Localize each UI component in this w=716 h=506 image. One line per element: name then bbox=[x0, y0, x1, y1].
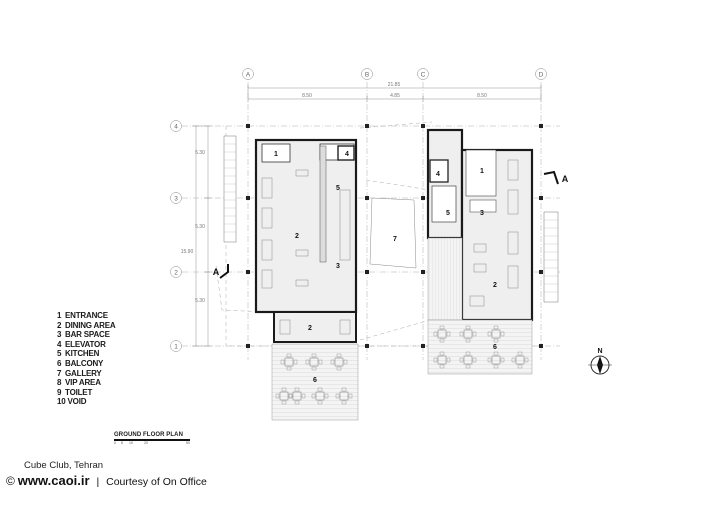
tag-right-entrance: 1 bbox=[480, 168, 484, 175]
dim-span-cd: 8.50 bbox=[477, 93, 487, 99]
right-balcony-deck bbox=[427, 319, 533, 375]
left-balcony-deck bbox=[271, 343, 359, 421]
legend-item: 9 TOILET bbox=[57, 387, 93, 397]
dim-total-height: 15.90 bbox=[181, 249, 194, 255]
scale-tick: 50 bbox=[186, 441, 190, 445]
scale-ticks: 0 5 10 20 50 bbox=[114, 441, 190, 447]
tag-left-lower-dining: 2 bbox=[308, 325, 312, 332]
section-mark-right-label: A bbox=[562, 174, 569, 184]
grid-label-4: 4 bbox=[174, 124, 178, 131]
right-side-deck bbox=[427, 237, 463, 321]
grid-label-3: 3 bbox=[174, 196, 178, 203]
legend-item: 6 BALCONY bbox=[57, 358, 104, 368]
left-exterior-stair bbox=[223, 135, 237, 243]
dim-span-32: 5.30 bbox=[195, 224, 205, 230]
grid-label-a: A bbox=[246, 72, 251, 79]
legend-item: 10 VOID bbox=[57, 397, 87, 407]
legend-item: 8 VIP AREA bbox=[57, 378, 101, 388]
grid-row-bubbles bbox=[170, 120, 182, 352]
tag-right-elevator: 4 bbox=[436, 171, 440, 178]
grid-label-b: B bbox=[365, 72, 369, 79]
structural-columns bbox=[246, 124, 543, 348]
scale-tick: 10 bbox=[129, 441, 133, 445]
scale-tick: 0 bbox=[114, 441, 116, 445]
copyright-icon: © bbox=[6, 474, 15, 488]
tag-right-kitchen: 5 bbox=[446, 210, 450, 217]
right-exterior-stair bbox=[543, 211, 559, 303]
project-name: Cube Club, Tehran bbox=[24, 460, 104, 471]
tag-gallery: 7 bbox=[393, 236, 397, 243]
dim-span-ab: 8.50 bbox=[302, 93, 312, 99]
scale-tick: 20 bbox=[144, 441, 148, 445]
scale-bar: GROUND FLOOR PLAN 0 5 10 20 50 bbox=[114, 432, 190, 447]
courtesy-text: Courtesy of On Office bbox=[106, 476, 207, 488]
left-building bbox=[223, 135, 359, 421]
grid-label-c: C bbox=[421, 72, 426, 79]
grid-column-bubbles bbox=[242, 68, 547, 80]
tag-left-bar: 3 bbox=[336, 263, 340, 270]
grid-label-2: 2 bbox=[174, 270, 178, 277]
dim-span-43: 5.30 bbox=[195, 150, 205, 156]
plan-title: GROUND FLOOR PLAN bbox=[114, 432, 184, 438]
section-mark-left: A bbox=[213, 264, 229, 279]
scale-line bbox=[114, 439, 190, 441]
legend-item: 1 ENTRANCE bbox=[57, 311, 108, 320]
tag-right-bar: 3 bbox=[480, 210, 484, 217]
grid-label-1: 1 bbox=[174, 344, 178, 351]
dimension-lines-top bbox=[247, 85, 542, 102]
tag-left-toilet: 1 bbox=[274, 151, 278, 158]
legend: 1 ENTRANCE 2 DINING AREA 3 BAR SPACE 4 E… bbox=[57, 311, 116, 407]
tag-left-elevator: 4 bbox=[345, 151, 349, 158]
tag-right-balcony: 6 bbox=[493, 344, 497, 351]
credit-line: © www.caoi.ir | Courtesy of On Office bbox=[6, 473, 207, 488]
legend-item: 2 DINING AREA bbox=[57, 320, 116, 330]
right-building bbox=[426, 128, 559, 375]
gallery-slab bbox=[369, 197, 417, 269]
north-label: N bbox=[597, 348, 602, 355]
grid-label-d: D bbox=[539, 72, 544, 79]
north-arrow: N bbox=[588, 348, 612, 375]
dim-span-21: 5.30 bbox=[195, 298, 205, 304]
tag-left-dining: 2 bbox=[295, 233, 299, 240]
legend-item: 5 KITCHEN bbox=[57, 349, 100, 359]
legend-item: 7 GALLERY bbox=[57, 368, 102, 378]
tag-left-kitchen: 5 bbox=[336, 185, 340, 192]
section-mark-right: A bbox=[543, 170, 569, 185]
credit-separator: | bbox=[96, 476, 100, 488]
site-link[interactable]: www.caoi.ir bbox=[17, 473, 90, 488]
tag-left-balcony: 6 bbox=[313, 377, 317, 384]
legend-item: 4 ELEVATOR bbox=[57, 339, 106, 349]
scale-tick: 5 bbox=[121, 441, 123, 445]
legend-item: 3 BAR SPACE bbox=[57, 330, 110, 340]
dim-total-width: 21.85 bbox=[388, 82, 401, 88]
dim-span-bc: 4.85 bbox=[390, 93, 400, 99]
dimension-lines-left bbox=[192, 125, 212, 347]
tag-right-dining: 2 bbox=[493, 282, 497, 289]
section-mark-left-label: A bbox=[213, 267, 220, 277]
